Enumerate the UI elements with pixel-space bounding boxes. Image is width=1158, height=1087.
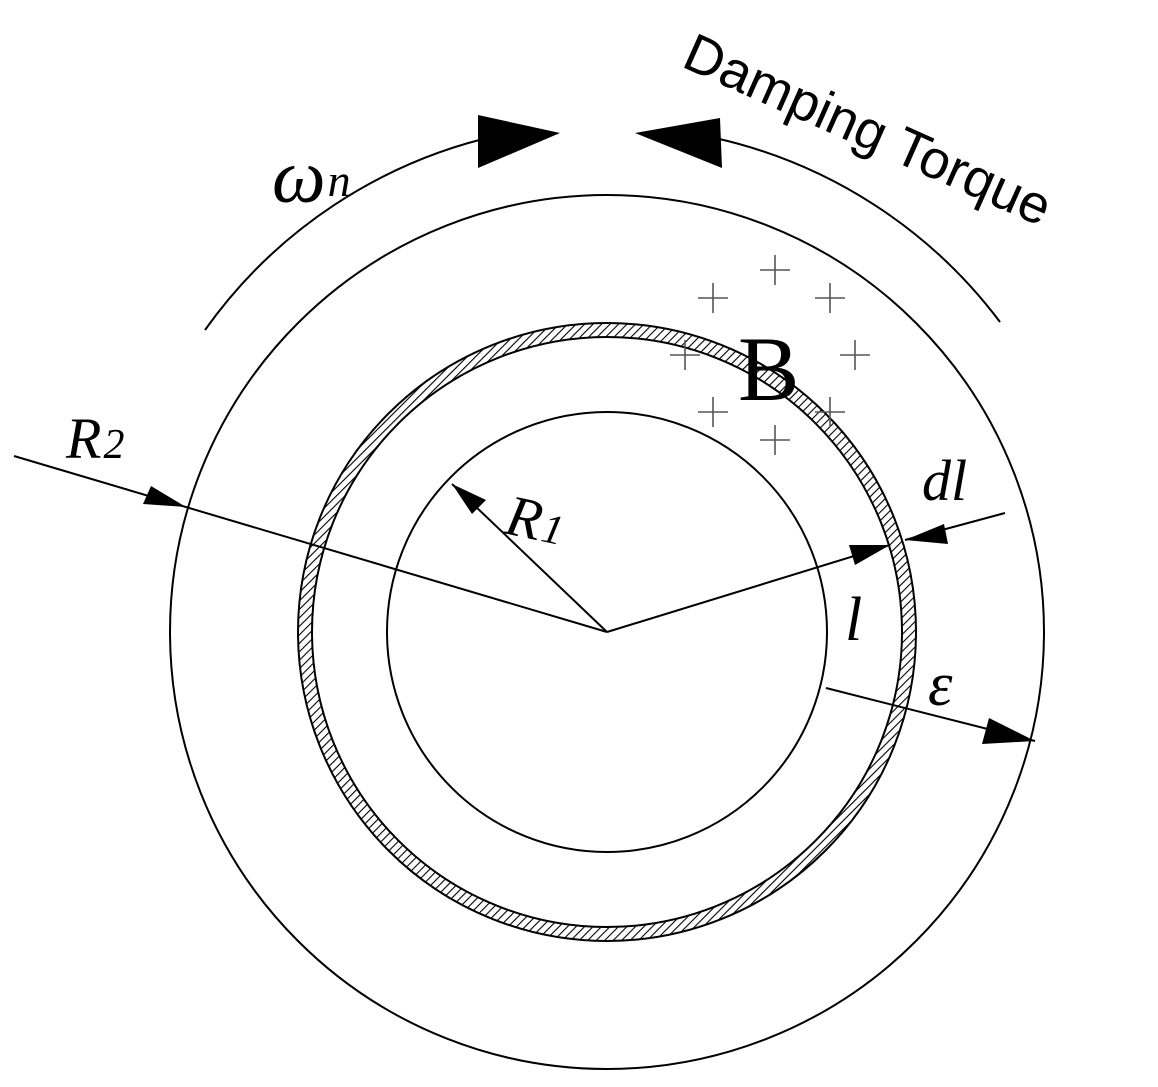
omega-arrowhead	[478, 115, 560, 168]
r2-radius-line	[13, 455, 608, 633]
epsilon-arrowhead	[982, 718, 1035, 744]
l-label: l	[845, 586, 862, 654]
field-plus-mark	[815, 283, 845, 313]
r1-arrowhead	[452, 484, 486, 514]
field-plus-mark	[760, 255, 790, 285]
r1-label: R1	[499, 482, 571, 558]
omega-label: ωn	[272, 135, 351, 219]
l-arrowhead	[849, 545, 890, 565]
damping-torque-label: Damping Torque	[675, 22, 1060, 238]
field-plus-mark	[840, 340, 870, 370]
inner-circle	[386, 411, 828, 853]
field-plus-mark	[698, 397, 728, 427]
field-plus-mark	[760, 425, 790, 455]
r2-arrowhead	[143, 486, 186, 507]
r1-radius-line	[451, 483, 608, 633]
dl-label: dl	[922, 448, 967, 513]
field-plus-mark	[670, 340, 700, 370]
omega-arc	[204, 134, 501, 331]
hatched-ring-inner-edge	[311, 336, 903, 928]
hatched-ring-outer-edge	[297, 322, 917, 942]
magnetic-field-marks	[670, 255, 870, 455]
dl-arrowhead	[905, 524, 948, 544]
l-radius-line	[606, 544, 891, 633]
magnetic-field-label: B	[738, 318, 799, 420]
field-plus-mark	[815, 397, 845, 427]
epsilon-label: ε	[928, 651, 953, 719]
damping-torque-arc	[714, 137, 1001, 323]
field-plus-mark	[698, 283, 728, 313]
r2-label: R2	[65, 406, 124, 471]
damping-torque-arrowhead	[635, 118, 722, 168]
outer-circle	[169, 194, 1045, 1070]
hatched-ring	[298, 323, 916, 941]
